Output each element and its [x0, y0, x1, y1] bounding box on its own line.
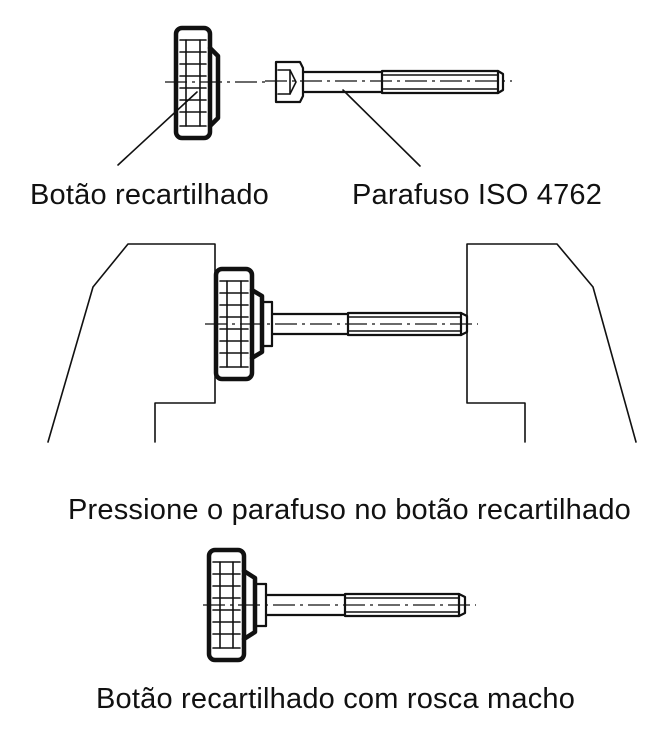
assembled-knurled-knob [203, 547, 476, 663]
top-knurled-knob [165, 25, 265, 141]
press-jaw-right [466, 243, 637, 443]
knurled-knob-label: Botão recartilhado [30, 179, 269, 211]
top-iso-screw [265, 60, 512, 104]
assembled-threaded-stud [264, 592, 467, 618]
press-jaw-left [47, 243, 216, 443]
screw-leader-line [342, 89, 421, 167]
middle-screw [270, 311, 469, 337]
press-instruction-label: Pressione o parafuso no botão recartilha… [68, 494, 631, 526]
result-label: Botão recartilhado com rosca macho [96, 683, 575, 715]
screw-label: Parafuso ISO 4762 [352, 179, 602, 211]
middle-knurled-knob [205, 266, 478, 382]
knob-leader-line [117, 91, 198, 166]
